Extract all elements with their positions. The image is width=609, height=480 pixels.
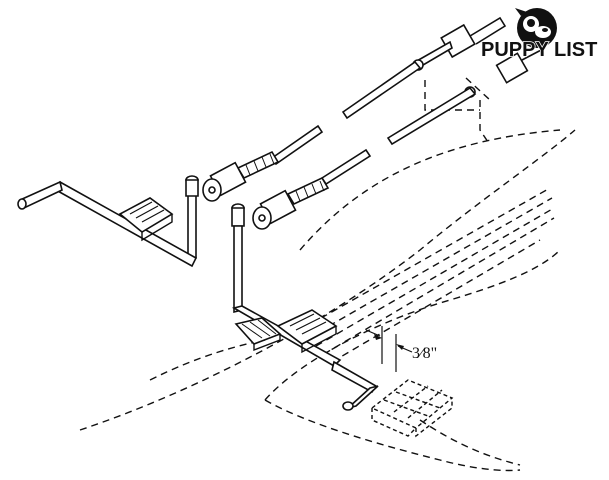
dimension-callout: 3⁄8" [365,326,437,372]
middle-pushrods [270,124,372,186]
logo-text: PUPPY LIST [481,39,597,61]
dog-head-icon [515,8,557,48]
dimension-label: 3⁄8" [412,345,437,362]
hinge-hatching [299,187,555,363]
right-control-horn-assembly [231,176,379,411]
surface-outline [79,129,576,472]
upper-guide-dashes [424,77,491,146]
upper-pushrods [341,60,477,146]
left-control-horn-assembly [17,150,280,268]
dashed-hinge-block [370,379,454,438]
puppy-list-logo: PUPPY LIST [479,6,605,62]
